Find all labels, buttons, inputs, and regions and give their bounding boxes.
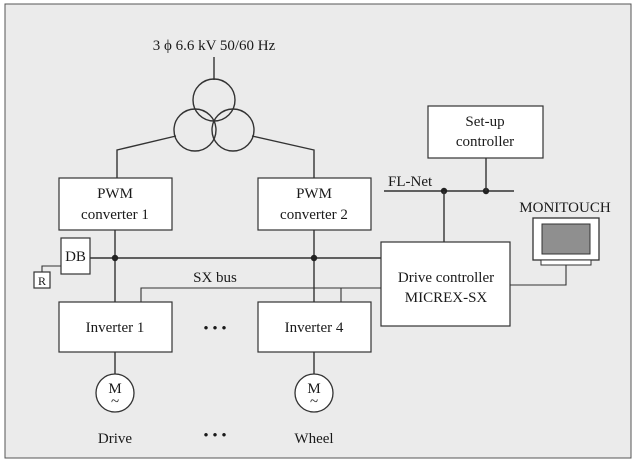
pwm-converter-2-box — [257, 177, 372, 231]
monitor-icon — [532, 217, 600, 266]
ellipsis-bottom: • • • — [203, 428, 226, 444]
drive-label: Drive — [98, 431, 132, 447]
drive-controller-line1: Drive controller — [398, 270, 494, 286]
inverter-4-box — [257, 301, 372, 353]
r-lead — [41, 265, 61, 272]
db-label: DB — [65, 249, 86, 265]
motor-4-tilde: ~ — [310, 394, 318, 410]
setup-controller-box — [427, 105, 544, 159]
motor-1-tilde: ~ — [111, 394, 119, 410]
secondary-lead-1 — [116, 135, 177, 178]
setup-controller-line2: controller — [456, 134, 514, 150]
secondary-lead-2 — [251, 135, 315, 178]
r-label: R — [38, 274, 46, 288]
motor-4-icon — [294, 373, 334, 413]
sx-bus-line-1 — [140, 287, 381, 302]
fl-net-label: FL-Net — [388, 174, 433, 190]
pwm-converter-2-line2: converter 2 — [280, 207, 348, 223]
monitor-link — [510, 265, 567, 286]
transformer-symbol — [173, 78, 255, 152]
wheel-label: Wheel — [294, 431, 333, 447]
monitouch-label: MONITOUCH — [519, 200, 611, 216]
r-box — [33, 271, 51, 289]
dc-bus-node-1 — [111, 254, 119, 262]
supply-label: 3 ϕ 6.6 kV 50/60 Hz — [153, 38, 276, 54]
dc-bus-node-4 — [310, 254, 318, 262]
pwm-converter-1-line1: PWM — [97, 186, 133, 202]
motor-1-symbol: M — [108, 381, 121, 397]
inverter-1-label: Inverter 1 — [86, 320, 145, 336]
drive-controller-line2: MICREX-SX — [405, 290, 488, 306]
setup-controller-line1: Set-up — [465, 114, 504, 130]
motor-4-symbol: M — [307, 381, 320, 397]
db-box — [60, 237, 91, 275]
pwm-converter-2-line1: PWM — [296, 186, 332, 202]
motor-1-icon — [95, 373, 135, 413]
sx-bus-line-4 — [340, 287, 381, 302]
pwm-converter-1-box — [58, 177, 173, 231]
ellipsis-inverters: • • • — [203, 321, 226, 337]
inverter-4-label: Inverter 4 — [285, 320, 344, 336]
pwm-converter-1-line2: converter 1 — [81, 207, 149, 223]
inverter-1-box — [58, 301, 173, 353]
drive-controller-box — [380, 241, 511, 327]
sx-bus-label: SX bus — [193, 270, 237, 286]
